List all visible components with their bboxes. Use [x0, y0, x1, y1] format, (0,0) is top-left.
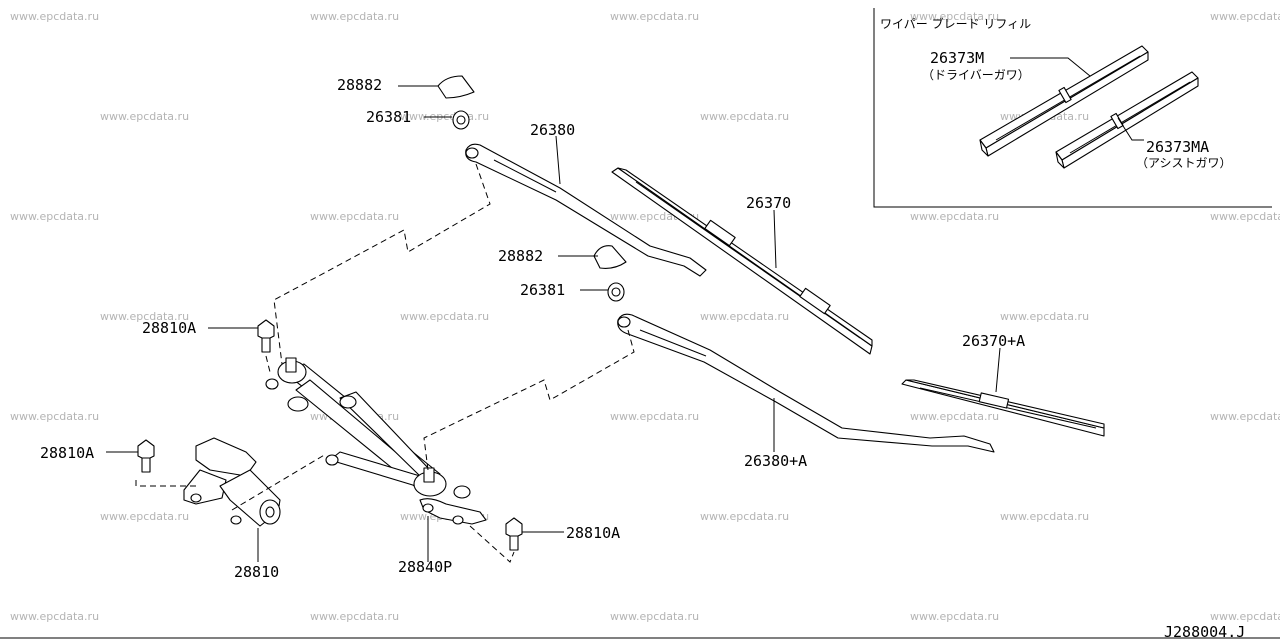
wiper-motor[interactable]: [183, 437, 281, 527]
leader-lines: [106, 85, 1001, 562]
watermark-text: www.epcdata.ru: [10, 210, 99, 223]
wiper-linkage[interactable]: [265, 357, 487, 525]
watermark-text: www.epcdata.ru: [100, 110, 189, 123]
callout-28810a-motor[interactable]: 28810A: [40, 444, 94, 462]
watermark-text: www.epcdata.ru: [610, 10, 699, 23]
callout-26380[interactable]: 26380: [530, 121, 575, 139]
watermark-text: www.epcdata.ru: [610, 610, 699, 623]
refill-driver-note: （ドライバーガワ）: [922, 68, 1030, 82]
watermark-text: www.epcdata.ru: [100, 310, 189, 323]
diagram-code: J288004.J: [1164, 623, 1245, 640]
refill-inset: ワイパー ブレード リフィル 26373M （ドライバーガワ） 26373MA …: [873, 8, 1272, 208]
callout-28882-upper[interactable]: 28882: [337, 76, 382, 94]
watermark-text: www.epcdata.ru: [1000, 310, 1089, 323]
callout-28882-lower[interactable]: 28882: [498, 247, 543, 265]
pivot-nut-upper[interactable]: [452, 110, 470, 130]
callout-28810a-linkage-right[interactable]: 28810A: [566, 524, 620, 542]
watermark-text: www.epcdata.ru: [1210, 10, 1280, 23]
watermark-text: www.epcdata.ru: [10, 10, 99, 23]
watermark-text: www.epcdata.ru: [910, 610, 999, 623]
refill-driver[interactable]: [979, 45, 1149, 157]
watermark-text: www.epcdata.ru: [310, 610, 399, 623]
watermark-text: www.epcdata.ru: [700, 310, 789, 323]
watermark-text: www.epcdata.ru: [1210, 610, 1280, 623]
watermark-text: www.epcdata.ru: [1210, 410, 1280, 423]
watermark-text: www.epcdata.ru: [700, 110, 789, 123]
inset-title: ワイパー ブレード リフィル: [880, 16, 1031, 31]
bolt-linkage-right[interactable]: [505, 517, 523, 551]
watermark-text: www.epcdata.ru: [1000, 510, 1089, 523]
part-callouts: 28882 26381 26380 26370 28882 26381 2881…: [40, 76, 1025, 581]
refill-driver-part-number: 26373M: [930, 49, 984, 67]
wiper-arm-driver[interactable]: [465, 143, 707, 277]
pivot-cap-upper[interactable]: [437, 75, 475, 99]
watermark-text: www.epcdata.ru: [610, 410, 699, 423]
refill-assist[interactable]: [1055, 71, 1199, 169]
bolt-linkage-left[interactable]: [257, 319, 275, 353]
callout-28810a-linkage-left[interactable]: 28810A: [142, 319, 196, 337]
watermark-text: www.epcdata.ru: [910, 410, 999, 423]
watermark-text: www.epcdata.ru: [10, 410, 99, 423]
watermark-text: www.epcdata.ru: [310, 10, 399, 23]
watermark-text: www.epcdata.ru: [400, 310, 489, 323]
refill-assist-part-number: 26373MA: [1146, 138, 1209, 156]
callout-26370[interactable]: 26370: [746, 194, 791, 212]
watermark-text: www.epcdata.ru: [700, 510, 789, 523]
watermark-text: www.epcdata.ru: [10, 610, 99, 623]
callout-28810[interactable]: 28810: [234, 563, 279, 581]
pivot-cap-lower[interactable]: [593, 245, 627, 269]
callout-28840p[interactable]: 28840P: [398, 558, 452, 576]
watermark-text: www.epcdata.ru: [910, 210, 999, 223]
watermark-text: www.epcdata.ru: [100, 510, 189, 523]
wiper-blade-driver[interactable]: [611, 167, 873, 355]
watermark-text: www.epcdata.ru: [310, 210, 399, 223]
watermark-text: www.epcdata.ru: [1210, 210, 1280, 223]
assembly-dashed-lines: [135, 163, 635, 563]
callout-26381-lower[interactable]: 26381: [520, 281, 565, 299]
wiper-arm-assist[interactable]: [617, 313, 995, 453]
watermark-text: www.epcdata.ru: [910, 10, 999, 23]
refill-assist-note: （アシストガワ）: [1136, 156, 1232, 170]
callout-26381-upper[interactable]: 26381: [366, 108, 411, 126]
callout-26370a[interactable]: 26370+A: [962, 332, 1025, 350]
callout-26380a[interactable]: 26380+A: [744, 452, 807, 470]
bolt-motor[interactable]: [137, 439, 155, 473]
watermark-layer: www.epcdata.ru www.epcdata.ru www.epcdata.…: [10, 10, 1280, 623]
wiper-blade-assist[interactable]: [901, 379, 1105, 437]
pivot-nut-lower[interactable]: [607, 282, 625, 302]
